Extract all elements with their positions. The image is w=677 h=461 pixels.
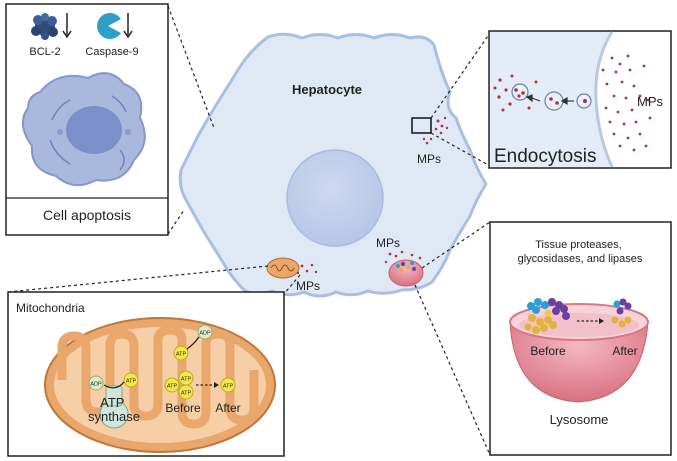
dashed-arrow-icon [196,382,219,388]
endocytosis-zoom-square [411,117,432,134]
atp-synthase-line2: synthase [88,409,140,424]
lysosome-enzymes-label: Tissue proteases, glycosidases, and lipa… [518,239,643,265]
mps-label-lysosome: MPs [376,236,400,250]
atp-after: ATP [220,377,236,393]
mito-after-label: After [215,401,240,415]
lysosome-caption: Lysosome [550,412,609,427]
substrate-cluster-after [611,298,632,328]
lysosome-after-label: After [612,344,637,358]
mps-label-mito: MPs [296,279,320,293]
bcl2-protein-icon [31,13,58,40]
lysosome-bowl [509,321,649,403]
caspase9-label: Caspase-9 [85,46,138,58]
svg-text:ATP: ATP [181,377,192,383]
endocytosis-arrows [525,94,574,106]
down-arrow-icon [62,13,72,39]
lysosome-particles [384,250,422,264]
cell-lysosome [388,259,424,287]
membrane-particles [422,116,449,145]
svg-text:ATP: ATP [176,352,187,358]
substrate-cluster-before [524,298,570,334]
apoptotic-cell-icon [21,72,146,187]
mito-particles [296,263,318,275]
endocytosis-mps-label: MPs [637,94,664,109]
adp-icon: ADP [197,324,213,340]
svg-text:ATP: ATP [126,379,137,385]
caspase9-pacman-icon [97,13,121,40]
svg-text:ADP: ADP [199,331,211,337]
mps-label-upper: MPs [417,152,441,166]
apoptosis-panel: BCL-2 Caspase-9 Cell apoptosis [5,3,169,236]
atp-synthase-line1: ATP [100,395,124,410]
endocytic-vesicle [544,91,564,111]
endocytic-vesicle [511,83,529,101]
enzymes-line1: Tissue proteases, [535,239,621,251]
cell-mitochondrion [266,257,300,279]
cristae [57,325,259,429]
endocytosis-caption: Endocytosis [494,146,596,167]
svg-text:ADP: ADP [90,382,102,388]
apoptosis-caption: Cell apoptosis [43,207,131,223]
atp-icon: ATP [123,372,139,388]
connector-lines [7,5,491,456]
svg-text:ATP: ATP [167,384,178,390]
mito-before-label: Before [165,401,201,415]
adp-icon: ADP [88,375,104,391]
svg-text:ATP: ATP [223,384,234,390]
mitochondria-panel: Mitochondria ADP ATP ADP ATP ATP [7,291,285,457]
hepatocyte-cell: Hepatocyte [178,32,488,298]
atp-cluster-before: ATP ATP ATP [164,370,194,400]
bcl2-label: BCL-2 [29,46,60,58]
svg-text:ATP: ATP [181,391,192,397]
enzymes-line2: glycosidases, and lipases [518,253,643,265]
extracellular-particles [601,54,652,152]
mitochondria-title: Mitochondria [16,301,85,315]
intracellular-particles [493,74,538,112]
hepatocyte-label: Hepatocyte [292,82,362,97]
atp-icon: ATP [173,345,189,361]
atp-synthase-label: ATP synthase [88,395,140,424]
endocytosis-panel: MPs Endocytosis [488,30,672,169]
lysosome-before-label: Before [530,344,566,358]
hepatocyte-nucleus [286,149,384,247]
down-arrow-icon [123,13,133,39]
lysosome-panel: Tissue proteases, glycosidases, and lipa… [489,221,672,456]
dashed-arrow-icon [577,318,604,324]
